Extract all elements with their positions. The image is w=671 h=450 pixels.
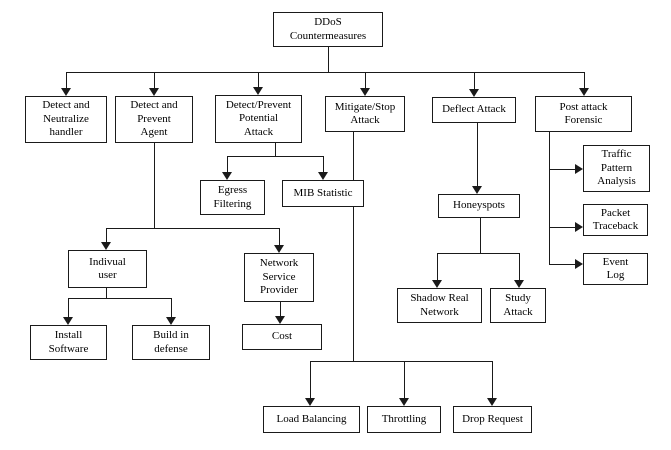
arrowhead-right-icon	[575, 259, 583, 269]
node-detect-neutralize-handler: Detect and Neutralize handler	[25, 96, 107, 143]
arrowhead-down-icon	[101, 242, 111, 250]
connector-line	[106, 288, 107, 298]
connector-line	[258, 72, 259, 87]
connector-line	[310, 361, 492, 362]
connector-line	[154, 143, 155, 228]
node-individual-user: Indivual user	[68, 250, 147, 288]
connector-line	[584, 72, 585, 88]
node-load-balancing: Load Balancing	[263, 406, 360, 433]
connector-line	[549, 264, 575, 265]
connector-line	[323, 156, 324, 172]
node-cost: Cost	[242, 324, 322, 350]
connector-line	[328, 47, 329, 72]
connector-line	[549, 227, 575, 228]
arrowhead-down-icon	[305, 398, 315, 406]
connector-line	[106, 228, 279, 229]
arrowhead-down-icon	[222, 172, 232, 180]
connector-line	[275, 143, 276, 156]
connector-line	[549, 132, 550, 264]
connector-line	[365, 72, 366, 88]
connector-line	[227, 156, 228, 172]
connector-line	[437, 253, 438, 280]
connector-line	[353, 132, 354, 361]
arrowhead-down-icon	[360, 88, 370, 96]
arrowhead-down-icon	[275, 316, 285, 324]
connector-line	[68, 298, 69, 317]
connector-line	[480, 218, 481, 253]
node-deflect-attack: Deflect Attack	[432, 97, 516, 123]
node-mib-statistic: MIB Statistic	[282, 180, 364, 207]
node-drop-request: Drop Request	[453, 406, 532, 433]
connector-line	[437, 253, 519, 254]
arrowhead-down-icon	[61, 88, 71, 96]
connector-line	[171, 298, 172, 317]
connector-line	[68, 298, 171, 299]
node-packet-traceback: Packet Traceback	[583, 204, 648, 236]
arrowhead-down-icon	[469, 89, 479, 97]
connector-line	[227, 156, 323, 157]
arrowhead-right-icon	[575, 222, 583, 232]
node-study-attack: Study Attack	[490, 288, 546, 323]
connector-line	[154, 72, 155, 88]
arrowhead-down-icon	[579, 88, 589, 96]
connector-line	[310, 361, 311, 398]
connector-line	[66, 72, 584, 73]
arrowhead-down-icon	[318, 172, 328, 180]
connector-line	[280, 302, 281, 316]
node-event-log: Event Log	[583, 253, 648, 285]
arrowhead-down-icon	[472, 186, 482, 194]
arrowhead-down-icon	[149, 88, 159, 96]
connector-line	[477, 123, 478, 186]
arrowhead-down-icon	[514, 280, 524, 288]
arrowhead-down-icon	[432, 280, 442, 288]
arrowhead-down-icon	[63, 317, 73, 325]
arrowhead-down-icon	[399, 398, 409, 406]
connector-line	[492, 361, 493, 398]
arrowhead-right-icon	[575, 164, 583, 174]
connector-line	[66, 72, 67, 88]
node-mitigate-stop-attack: Mitigate/Stop Attack	[325, 96, 405, 132]
connector-line	[404, 361, 405, 398]
connector-line	[519, 253, 520, 280]
node-network-service-provider: Network Service Provider	[244, 253, 314, 302]
node-throttling: Throttling	[367, 406, 441, 433]
node-detect-prevent-potential-attack: Detect/Prevent Potential Attack	[215, 95, 302, 143]
node-honeyspots: Honeyspots	[438, 194, 520, 218]
connector-line	[474, 72, 475, 89]
node-traffic-pattern-analysis: Traffic Pattern Analysis	[583, 145, 650, 192]
node-detect-prevent-agent: Detect and Prevent Agent	[115, 96, 193, 143]
connector-line	[549, 169, 575, 170]
node-ddos-countermeasures: DDoS Countermeasures	[273, 12, 383, 47]
node-shadow-real-network: Shadow Real Network	[397, 288, 482, 323]
arrowhead-down-icon	[253, 87, 263, 95]
arrowhead-down-icon	[166, 317, 176, 325]
arrowhead-down-icon	[274, 245, 284, 253]
connector-line	[106, 228, 107, 242]
node-egress-filtering: Egress Filtering	[200, 180, 265, 215]
arrowhead-down-icon	[487, 398, 497, 406]
node-build-in-defense: Build in defense	[132, 325, 210, 360]
node-install-software: Install Software	[30, 325, 107, 360]
node-post-attack-forensic: Post attack Forensic	[535, 96, 632, 132]
connector-line	[279, 228, 280, 245]
